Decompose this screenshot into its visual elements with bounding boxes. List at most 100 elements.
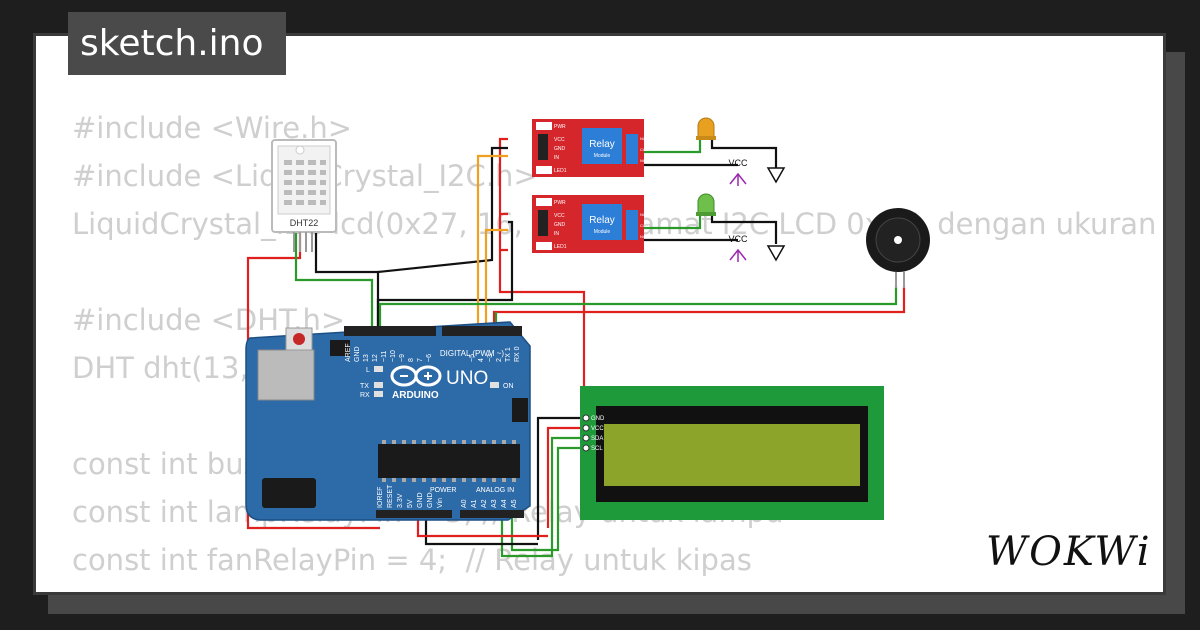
- relay1-pin-vcc: VCC: [554, 137, 565, 143]
- digital-pin-label: 2: [496, 358, 503, 362]
- dht22-sensor[interactable]: DHT22: [271, 139, 337, 252]
- board-model: UNO: [446, 368, 488, 389]
- dht22-label: DHT22: [290, 218, 319, 228]
- relay1-pin-gnd: GND: [554, 146, 566, 152]
- chip-pin: [502, 478, 506, 482]
- svg-text:VCC: VCC: [728, 158, 748, 168]
- relay2-label: Relay: [589, 215, 615, 226]
- chip-pin: [442, 478, 446, 482]
- relay1-pin-pwr: PWR: [554, 124, 566, 130]
- digital-pin-label: ~10: [390, 350, 397, 362]
- digital-pin-label: 12: [372, 354, 379, 362]
- wire-relay1-in: [476, 154, 508, 330]
- digital-pin-label: ~9: [399, 354, 406, 362]
- chip-pin: [462, 440, 466, 444]
- chip-pin: [402, 440, 406, 444]
- wire-lcd-sda: [500, 436, 586, 558]
- relay1-pin-in: IN: [554, 155, 559, 161]
- relay2-pin-gnd: GND: [554, 222, 566, 228]
- buzzer[interactable]: [866, 208, 930, 288]
- wire-vcc-bus: [498, 250, 586, 426]
- lcd-pin: [582, 434, 590, 442]
- led-green[interactable]: [696, 193, 716, 216]
- relay2-pin-pwr: PWR: [554, 200, 566, 206]
- wokwi-logo: WOKWi: [978, 527, 1152, 578]
- chip-pin: [452, 440, 456, 444]
- lcd-screen: [604, 424, 860, 486]
- relay2-pin-led: LED1: [554, 244, 567, 250]
- chip-pin: [422, 478, 426, 482]
- wire-led2: [632, 216, 702, 230]
- digital-pin-label: 8: [408, 358, 415, 362]
- ground-symbol-1: [766, 167, 786, 184]
- svg-text:VCC: VCC: [728, 234, 748, 244]
- chip-pin: [482, 478, 486, 482]
- relay1-out-nc: NC: [640, 158, 646, 163]
- wire-relay-vcc: [498, 137, 508, 252]
- wire-5v-bottom: [416, 516, 548, 538]
- power-pin-label: GND: [417, 492, 424, 508]
- led-yellow[interactable]: [696, 117, 716, 140]
- rx-label: RX: [360, 392, 370, 399]
- analog-pin-label: A0: [461, 499, 468, 508]
- digital-pin-label: 4: [478, 358, 485, 362]
- code-line: const int fanRelayPin = 4; // Relay untu…: [72, 543, 752, 577]
- power-pin-label: IOREF: [377, 487, 384, 508]
- wire-led1: [632, 140, 702, 154]
- relay1-pin-led: LED1: [554, 168, 567, 174]
- power-pin-label: RESET: [387, 484, 394, 508]
- led-l-label: L: [366, 367, 370, 374]
- wire-dht-data: [294, 226, 374, 330]
- digital-pin-label: 7: [417, 358, 424, 362]
- lcd-pin-label: SCL: [591, 446, 603, 452]
- digital-pin-label: RX 0: [514, 346, 521, 362]
- on-label: ON: [503, 383, 514, 390]
- wire-buzzer-red: [492, 286, 906, 330]
- chip-pin: [502, 440, 506, 444]
- digital-pin-label: AREF: [345, 343, 352, 362]
- file-tab[interactable]: sketch.ino: [68, 12, 286, 75]
- lcd-pin-label: SDA: [591, 436, 603, 442]
- relay1-label: Relay: [589, 139, 615, 150]
- wire-led2-gnd: [710, 216, 778, 244]
- chip-pin: [422, 440, 426, 444]
- power-pin-label: Vin: [437, 498, 444, 508]
- analog-label: ANALOG IN: [476, 487, 514, 494]
- chip-pin: [402, 478, 406, 482]
- code-line: #include <DHT.h>: [72, 303, 346, 337]
- relay2-sub: Module: [594, 229, 611, 235]
- relay1-out-com: COM: [640, 147, 649, 152]
- analog-pin-label: A2: [481, 499, 488, 508]
- analog-pin-label: A3: [491, 499, 498, 508]
- lcd-pin-label: GND: [591, 416, 605, 422]
- analog-pin-label: A4: [501, 499, 508, 508]
- digital-pin-label: TX 1: [505, 347, 512, 362]
- wire-lcd-vcc: [546, 426, 586, 528]
- power-pin-label: 5V: [407, 499, 414, 508]
- tx-label: TX: [360, 383, 369, 390]
- power-pin-label: GND: [427, 492, 434, 508]
- wire-relay2-in: [484, 228, 508, 330]
- relay1-sub: Module: [594, 153, 611, 159]
- board-brand: ARDUINO: [392, 390, 439, 401]
- digital-pin-label: ~5: [469, 354, 476, 362]
- relay-module-1[interactable]: Relay Module PWR VCC GND IN LED1 NO COM …: [532, 119, 649, 177]
- digital-pin-label: GND: [354, 346, 361, 362]
- chip-pin: [382, 478, 386, 482]
- wire-dht-gnd: [314, 226, 380, 330]
- analog-pin-label: A1: [471, 499, 478, 508]
- analog-pin-label: A5: [511, 499, 518, 508]
- vcc-symbol-1: VCC: [728, 158, 748, 186]
- power-label: POWER: [430, 487, 456, 494]
- chip-pin: [452, 478, 456, 482]
- analog-header: [460, 510, 524, 518]
- chip-pin: [512, 440, 516, 444]
- wire-lcd-scl: [510, 446, 586, 552]
- relay-module-2[interactable]: Relay Module PWR VCC GND IN LED1 NO COM …: [532, 195, 649, 253]
- lcd-pin: [582, 444, 590, 452]
- digital-pin-label: ~6: [426, 354, 433, 362]
- code-line: #include <LiquidCrystal_I2C.h>: [72, 159, 538, 193]
